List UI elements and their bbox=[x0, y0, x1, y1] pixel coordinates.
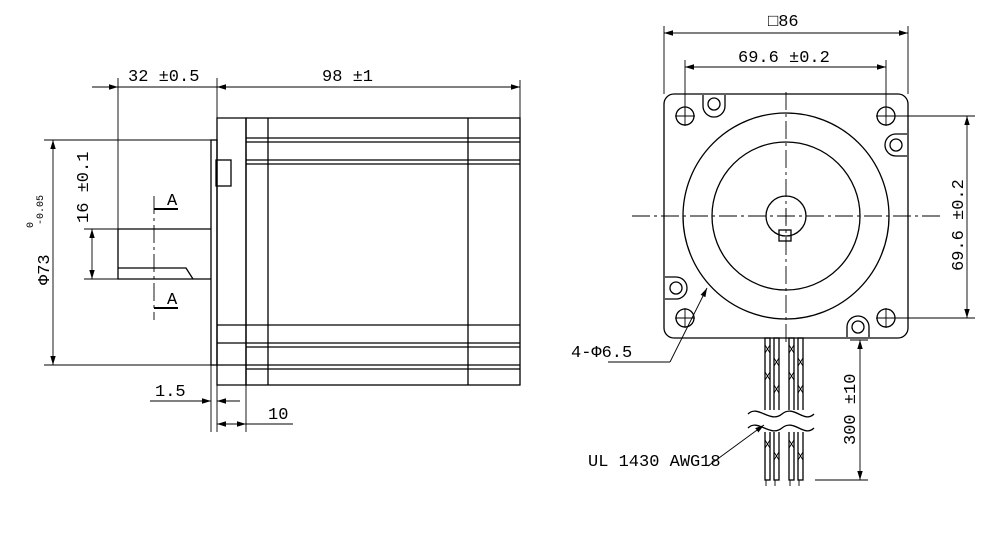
shaft-flat-label: 16 ±0.1 bbox=[75, 152, 94, 223]
flange-boss bbox=[215, 159, 232, 187]
mount-hole-br bbox=[876, 308, 896, 328]
slot-tab-4 bbox=[846, 315, 870, 337]
body-length-label: 98 ±1 bbox=[322, 68, 373, 87]
flange-tol-lower: -0.05 bbox=[36, 195, 47, 225]
slot-tab-1 bbox=[702, 95, 726, 118]
front-view bbox=[608, 26, 975, 486]
flange-diameter-label: Φ73 bbox=[36, 254, 55, 285]
key bbox=[778, 229, 792, 242]
boss-length-label: 10 bbox=[268, 406, 288, 425]
shaft bbox=[117, 228, 211, 280]
flange-tol-upper: 0 bbox=[26, 222, 37, 228]
side-view bbox=[44, 78, 521, 432]
lead-length-label: 300 ±10 bbox=[842, 374, 861, 445]
inner-pilot bbox=[711, 141, 861, 291]
section-mark-top: A bbox=[167, 192, 178, 211]
motor-body bbox=[245, 117, 521, 386]
shaft-end bbox=[765, 195, 807, 237]
square-size-label: □86 bbox=[768, 13, 799, 32]
flange-thickness-label: 1.5 bbox=[155, 383, 186, 402]
slot-tab-2 bbox=[884, 133, 907, 157]
slot-tab-3 bbox=[665, 276, 688, 300]
outer-ring bbox=[682, 112, 890, 320]
lead-wires bbox=[745, 337, 815, 486]
hole-spacing-v-label: 69.6 ±0.2 bbox=[950, 179, 969, 271]
mount-holes-label: 4-Φ6.5 bbox=[571, 344, 632, 363]
front-end-cap bbox=[216, 117, 247, 386]
hole-spacing-h-label: 69.6 ±0.2 bbox=[738, 49, 830, 68]
shaft-length-label: 32 ±0.5 bbox=[128, 68, 199, 87]
wire-spec-label: UL 1430 AWG18 bbox=[588, 453, 721, 472]
section-mark-bottom: A bbox=[167, 291, 178, 310]
